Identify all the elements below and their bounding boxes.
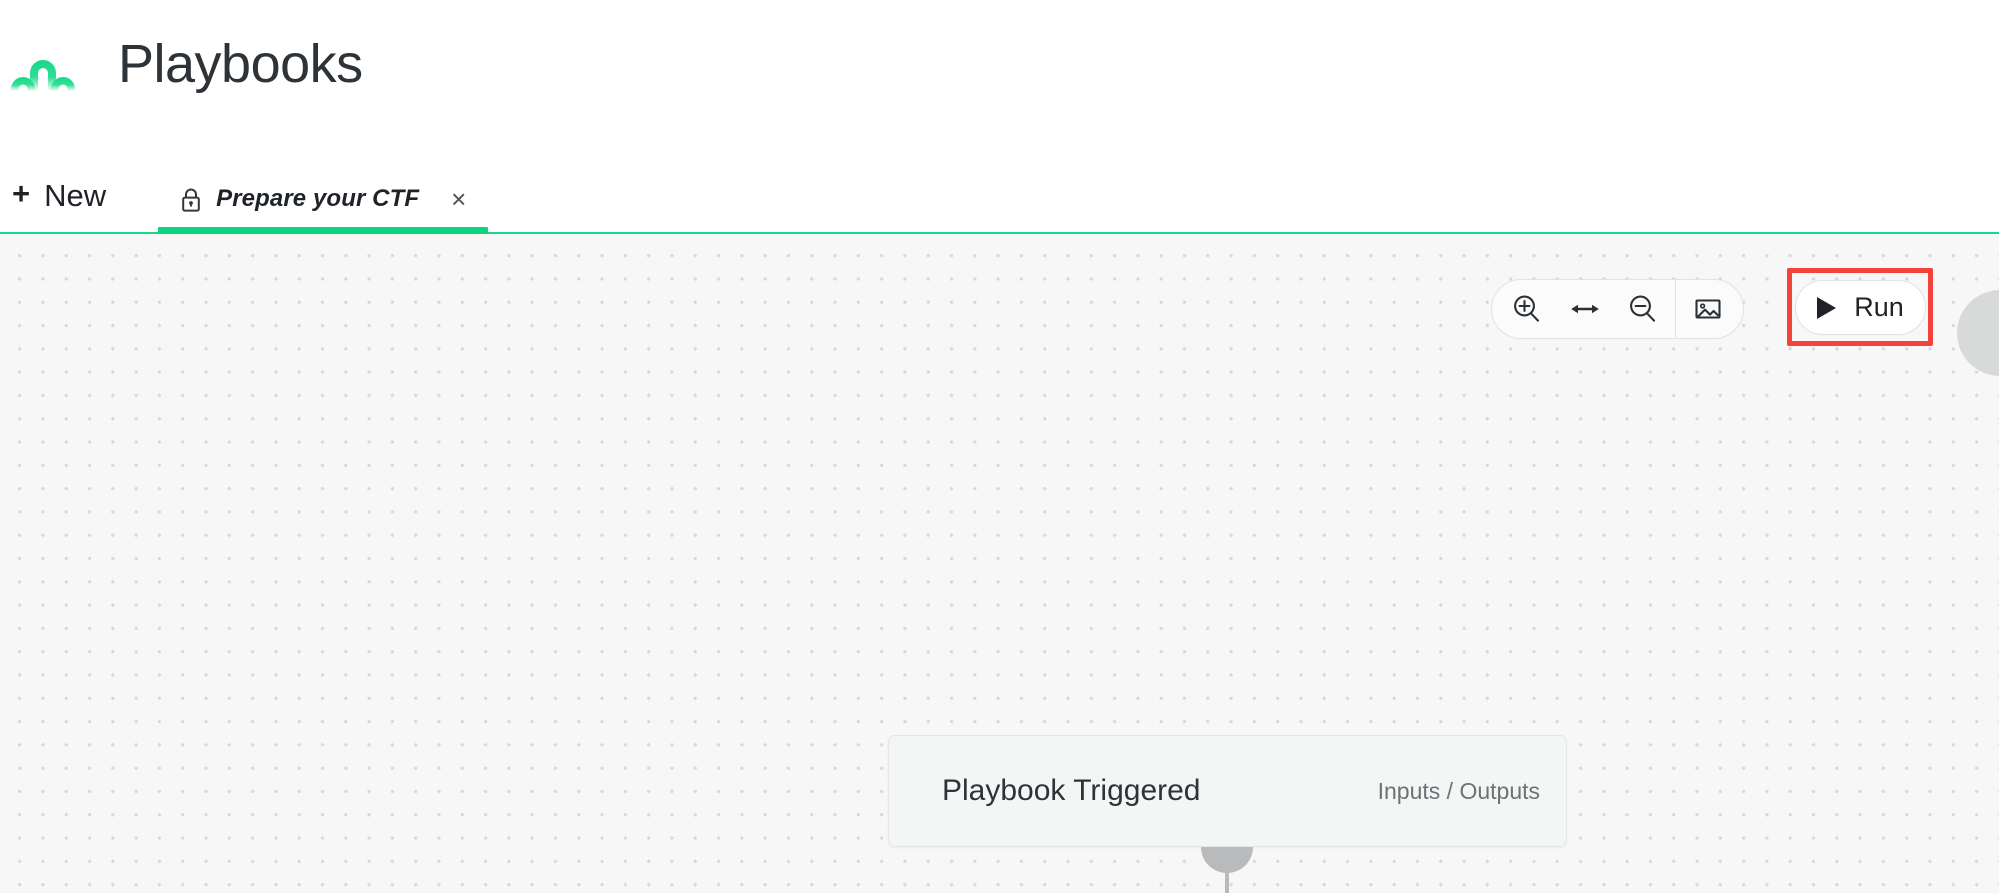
node-playbook-triggered[interactable]: Playbook Triggered Inputs / Outputs bbox=[888, 735, 1567, 847]
play-icon bbox=[1817, 296, 1837, 319]
tab-label: Prepare your CTF bbox=[216, 185, 420, 212]
tab-close-icon[interactable]: × bbox=[451, 184, 467, 214]
canvas-edge-circle bbox=[1957, 290, 1999, 376]
page-title: Playbooks bbox=[118, 34, 363, 94]
zoom-in-icon[interactable] bbox=[1498, 280, 1556, 338]
run-button[interactable]: Run bbox=[1795, 280, 1926, 335]
fit-width-icon[interactable] bbox=[1556, 280, 1614, 338]
connector-line bbox=[1225, 860, 1229, 893]
node-title: Playbook Triggered bbox=[942, 774, 1201, 808]
new-tab-label: New bbox=[44, 177, 107, 213]
image-icon[interactable] bbox=[1679, 280, 1737, 338]
playbook-canvas[interactable]: Run Playbook Triggered Inputs / Outputs … bbox=[0, 234, 1999, 893]
new-tab-button[interactable]: + New bbox=[0, 162, 126, 228]
toolbar-divider bbox=[1675, 280, 1676, 338]
zoom-out-icon[interactable] bbox=[1614, 280, 1672, 338]
app-header: Playbooks bbox=[0, 0, 1999, 128]
tab-bar: + New Prepare your CTF × bbox=[0, 128, 1999, 234]
node-inputs-outputs-label[interactable]: Inputs / Outputs bbox=[1377, 777, 1540, 804]
run-button-label: Run bbox=[1854, 292, 1904, 322]
lock-icon bbox=[180, 187, 202, 212]
tab-prepare-your-ctf[interactable]: Prepare your CTF × bbox=[158, 166, 489, 234]
canvas-toolbar bbox=[1491, 279, 1744, 339]
tines-logo-icon bbox=[10, 43, 76, 91]
plus-icon: + bbox=[12, 176, 31, 211]
